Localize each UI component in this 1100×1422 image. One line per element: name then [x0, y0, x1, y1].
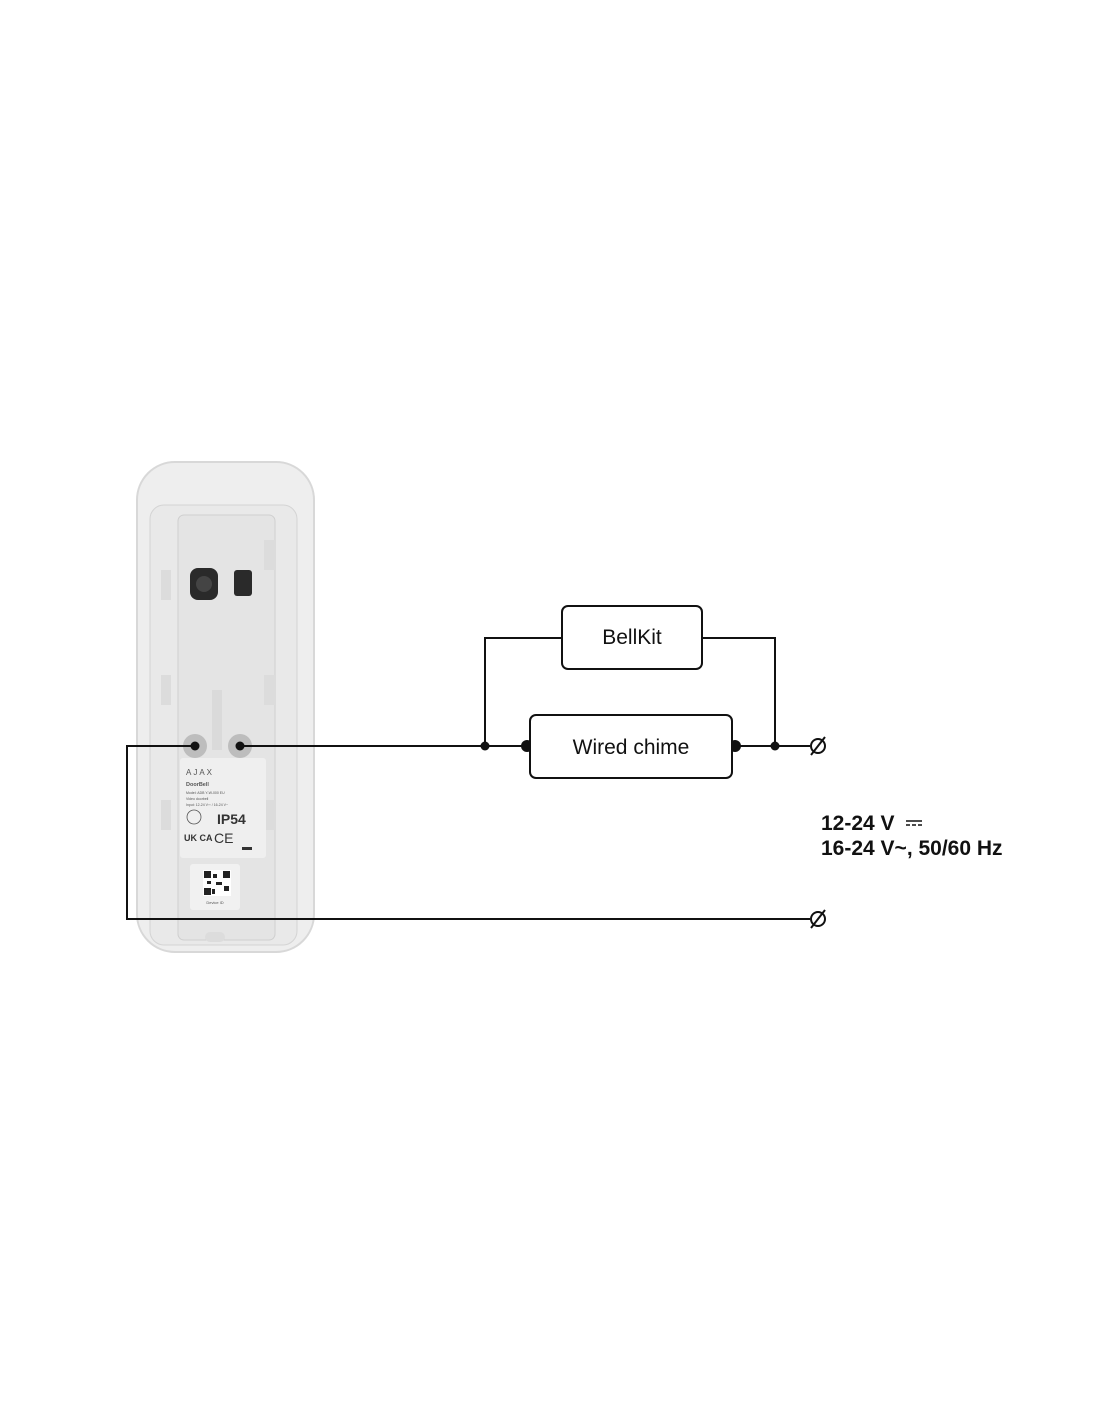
input-text: Input: 12-24 V⎓ / 16-24 V~	[186, 803, 228, 807]
port-icon	[234, 570, 252, 596]
ce-mark: CE	[214, 830, 233, 846]
junction-dot	[480, 741, 490, 751]
wired-chime-label: Wired chime	[573, 736, 690, 759]
model-text: Model: ADB Y-W-000 EU	[186, 791, 225, 795]
device-name-text: DoorBell	[186, 782, 209, 788]
junction-dot	[190, 741, 200, 751]
doorbell-device: AJAX DoorBell Model: ADB Y-W-000 EU Vide…	[136, 461, 315, 953]
supply-dc-text: 12-24 V	[821, 812, 895, 835]
device-label-sticker	[180, 758, 266, 858]
bellkit-box: BellKit	[561, 605, 703, 670]
wire-bellkit-in	[484, 637, 562, 746]
ip-rating-text: IP54	[217, 811, 246, 827]
wire-bellkit-out	[702, 637, 776, 746]
ukca-mark: UK CA	[184, 833, 213, 843]
wires	[126, 637, 810, 920]
junction-dot	[770, 741, 780, 751]
weee-icon	[242, 847, 252, 850]
supply-terminal-bottom-icon	[810, 909, 826, 929]
cert-icon	[186, 809, 202, 825]
qr-code-icon	[203, 870, 231, 896]
bellkit-label: BellKit	[602, 626, 662, 649]
wire-common	[126, 745, 810, 920]
wired-chime-box: Wired chime	[529, 714, 733, 779]
dc-symbol-icon	[906, 820, 922, 826]
supply-ac-text: 16-24 V~, 50/60 Hz	[821, 837, 1003, 860]
type-text: Video doorbell	[186, 797, 209, 801]
device-id-text: Device ID	[206, 900, 223, 905]
junction-dot	[235, 741, 245, 751]
supply-terminal-top-icon	[810, 736, 826, 756]
brand-text: AJAX	[186, 768, 214, 777]
